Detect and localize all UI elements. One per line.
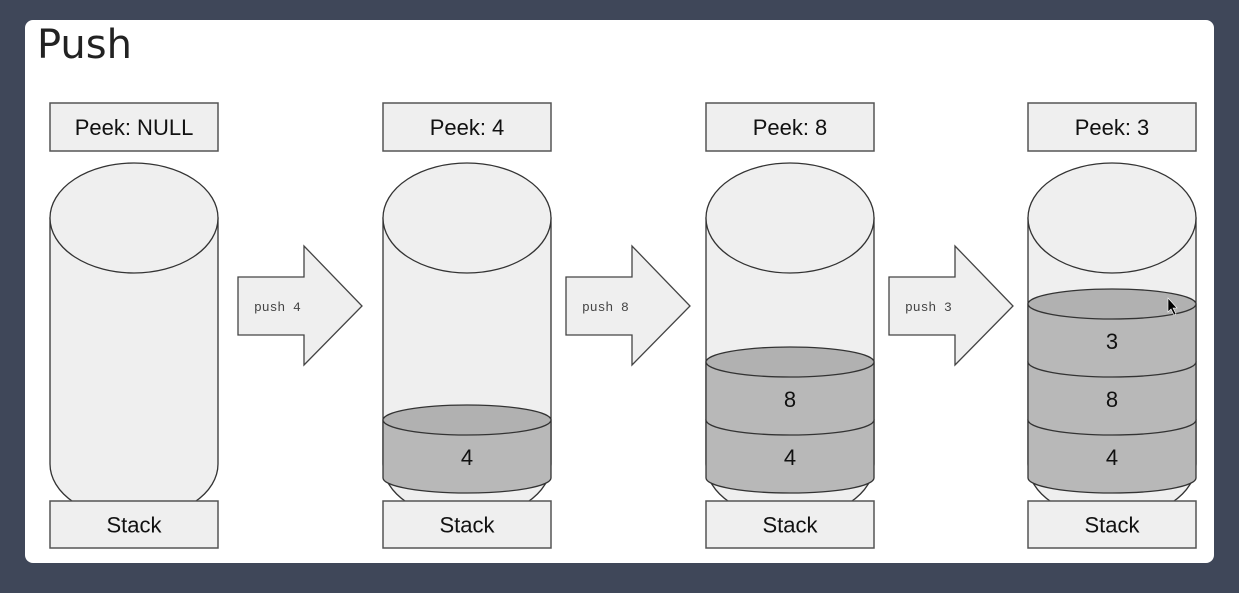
stack-item-top	[382, 404, 552, 436]
push-arrow	[565, 244, 691, 367]
stack-box	[49, 500, 219, 549]
push-arrow	[888, 244, 1014, 367]
stack-cylinder-top	[49, 162, 219, 274]
peek-box	[705, 102, 875, 152]
peek-label: Peek: 3	[1075, 115, 1150, 140]
stack-label: Stack	[1084, 513, 1140, 538]
peek-box	[1027, 102, 1197, 152]
stack-item-value: 8	[784, 387, 796, 412]
stack-item	[705, 419, 875, 494]
stack-cylinder-top	[1027, 162, 1197, 274]
push-arrow-label: push 8	[582, 300, 629, 315]
stack-item-top	[705, 346, 875, 378]
stack-label: Stack	[439, 513, 495, 538]
stack-item	[382, 419, 552, 494]
push-arrow	[237, 244, 363, 367]
peek-label: Peek: NULL	[75, 115, 194, 140]
mouse-pointer-icon	[1167, 297, 1178, 316]
stack-item	[1027, 303, 1197, 378]
stack-item-value: 4	[461, 445, 473, 470]
peek-label: Peek: 8	[753, 115, 828, 140]
stack-item-value: 4	[784, 445, 796, 470]
peek-box	[382, 102, 552, 152]
push-arrow-label: push 3	[905, 300, 952, 315]
stack-item-value: 4	[1106, 445, 1118, 470]
stack-box	[382, 500, 552, 549]
stack-cylinder-top	[705, 162, 875, 274]
peek-box	[49, 102, 219, 152]
stack-item	[1027, 419, 1197, 494]
stack-item	[1027, 361, 1197, 436]
stack-box	[705, 500, 875, 549]
stack-item-value: 3	[1106, 329, 1118, 354]
stack-label: Stack	[762, 513, 818, 538]
push-arrow-label: push 4	[254, 300, 301, 315]
peek-label: Peek: 4	[430, 115, 505, 140]
stack-item	[705, 361, 875, 436]
stack-item-top	[1027, 288, 1197, 320]
stack-cylinder-top	[382, 162, 552, 274]
stack-item-value: 8	[1106, 387, 1118, 412]
page-title: Push	[37, 22, 132, 68]
stack-label: Stack	[106, 513, 162, 538]
stack-box	[1027, 500, 1197, 549]
